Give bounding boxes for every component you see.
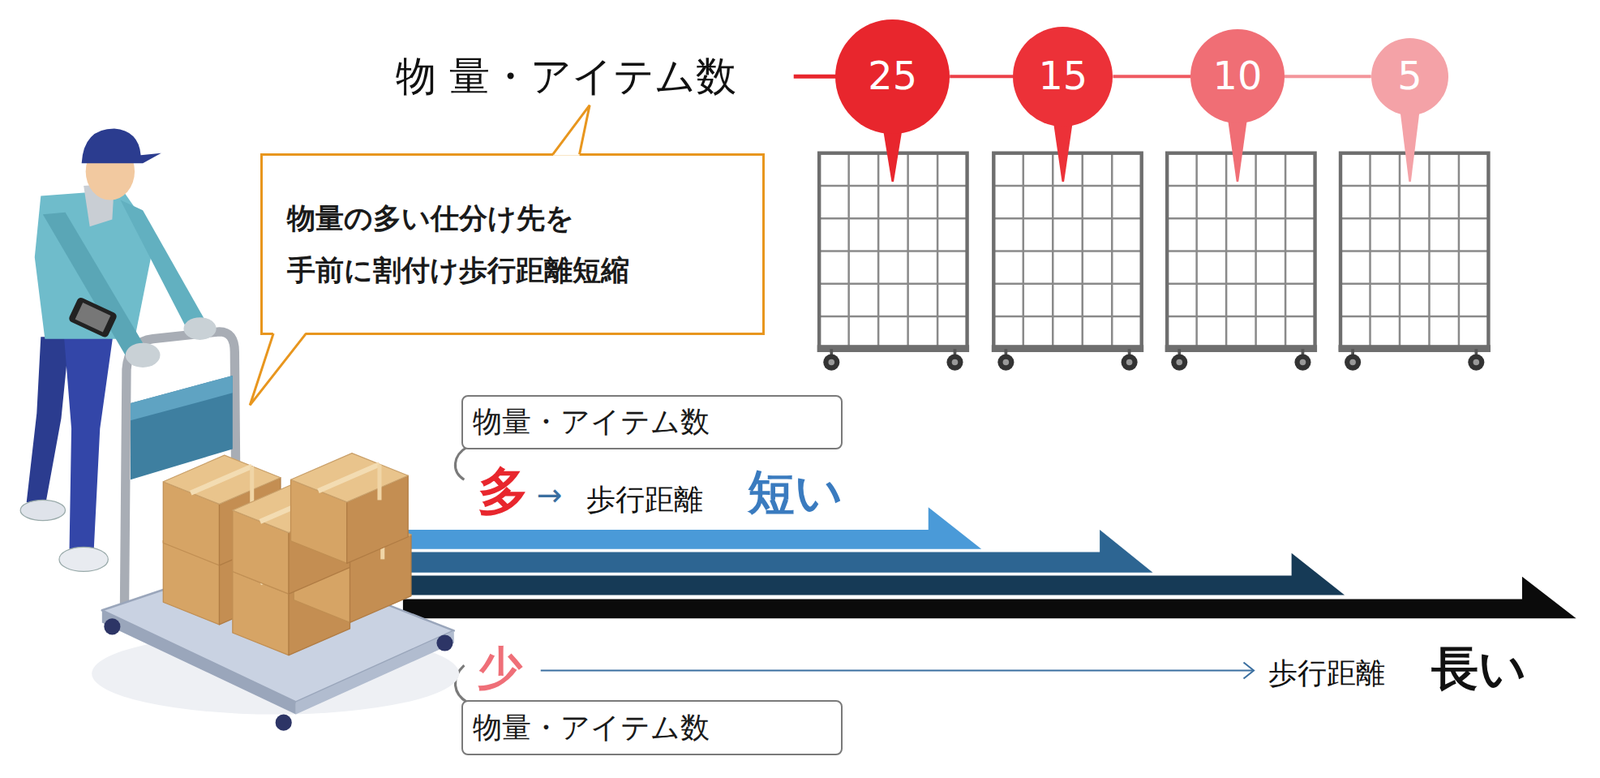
arm	[120, 200, 204, 334]
arrow-symbol: →	[536, 480, 563, 512]
pin-tail	[1399, 107, 1420, 182]
distance-arrow	[403, 576, 1577, 619]
distance-line	[540, 669, 1253, 671]
volume-number: 5	[1397, 55, 1422, 99]
short-label: 短い	[747, 469, 843, 517]
distance-label: 歩行距離	[586, 484, 704, 515]
arrow-head	[1243, 661, 1255, 678]
volume-circle: 5	[1371, 38, 1450, 116]
callout-tail	[249, 333, 306, 405]
cardboard-box	[291, 453, 409, 564]
long-label: 長い	[1431, 645, 1527, 693]
label-box: 物量・アイテム数	[461, 699, 843, 755]
distance-arrow	[403, 529, 1154, 573]
volume-number: 10	[1213, 55, 1263, 99]
connector-line	[1284, 74, 1372, 78]
roll-cage	[817, 153, 970, 371]
arm	[42, 212, 143, 358]
connector-line	[949, 74, 1013, 78]
callout-tail	[553, 105, 590, 155]
callout-tail	[553, 105, 590, 156]
label-box: 物量・アイテム数	[461, 394, 843, 450]
volume-circle: 10	[1190, 29, 1285, 124]
leg	[63, 326, 115, 550]
many-label: 多	[477, 466, 529, 518]
roll-cage	[1338, 153, 1490, 371]
speech-callout: 物量の多い仕分け先を 手前に割付け歩行距離短縮	[260, 153, 766, 335]
box-text: 物量・アイテム数	[472, 405, 710, 438]
roll-cage	[991, 153, 1144, 371]
box-face	[291, 453, 409, 502]
pin-tail	[882, 125, 903, 182]
distance-arrow	[403, 553, 1345, 596]
bracket	[454, 446, 468, 480]
heading-label: 物 量・アイテム数	[395, 55, 737, 97]
cart-panel	[130, 375, 233, 421]
box-text: 物量の多い仕分け先を 手前に割付け歩行距離短縮	[287, 192, 747, 296]
pin-tail	[1226, 115, 1248, 182]
connector-line	[1112, 74, 1191, 78]
volume-circle: 25	[835, 19, 950, 134]
distance-label: 歩行距離	[1268, 658, 1386, 688]
volume-circle: 15	[1012, 26, 1113, 127]
few-label: 少	[477, 645, 523, 691]
volume-number: 15	[1038, 55, 1088, 99]
callout-tail	[249, 332, 306, 406]
box-text: 物量・アイテム数	[472, 711, 710, 744]
cart-edge	[295, 630, 455, 714]
volume-number: 25	[867, 55, 918, 99]
leg	[26, 336, 70, 502]
pin-tail	[1052, 118, 1073, 182]
roll-cage	[1165, 153, 1317, 371]
